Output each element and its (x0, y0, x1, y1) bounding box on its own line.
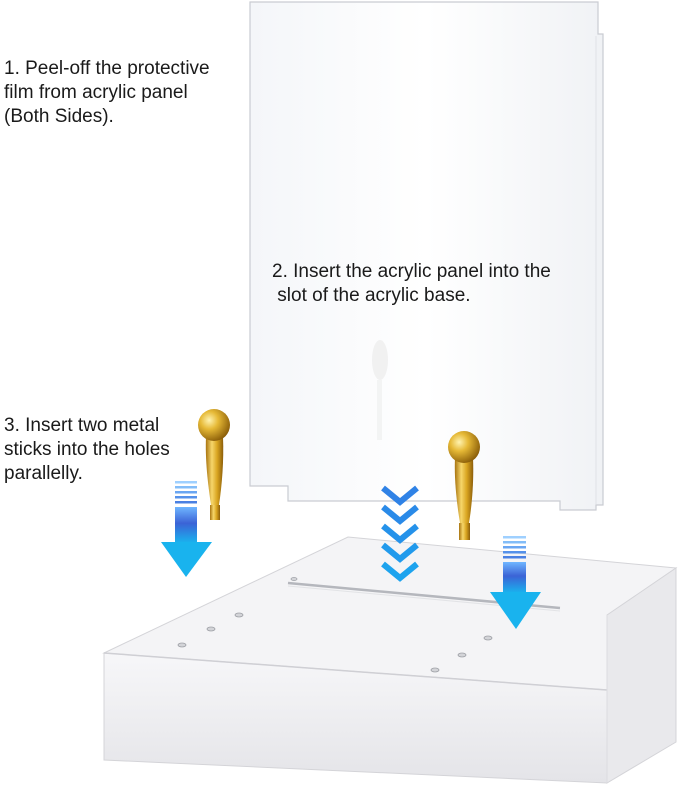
down-arrow-icon (161, 481, 212, 577)
step-3-line-3: parallelly. (4, 463, 83, 484)
acrylic-panel (249, 1, 604, 511)
step-1-line-1: 1. Peel-off the protective (4, 58, 210, 79)
step-1-line-3: (Both Sides). (4, 106, 114, 127)
chevron-down-icon (381, 485, 419, 582)
step-3-instruction: 3. Insert two metal sticks into the hole… (4, 414, 170, 486)
step-1-instruction: 1. Peel-off the protective film from acr… (4, 57, 210, 129)
down-arrow-icon (490, 536, 541, 629)
acrylic-base (102, 536, 678, 784)
step-3-line-2: sticks into the holes (4, 439, 170, 460)
step-1-line-2: film from acrylic panel (4, 82, 188, 103)
metal-stick-icon (448, 431, 480, 540)
step-2-line-1: 2. Insert the acrylic panel into the (272, 261, 551, 282)
step-2-instruction: 2. Insert the acrylic panel into the slo… (272, 260, 551, 308)
base-holes (177, 577, 493, 673)
step-2-line-2: slot of the acrylic base. (272, 285, 471, 306)
step-3-line-1: 3. Insert two metal (4, 415, 160, 436)
metal-stick-icon (198, 409, 230, 520)
